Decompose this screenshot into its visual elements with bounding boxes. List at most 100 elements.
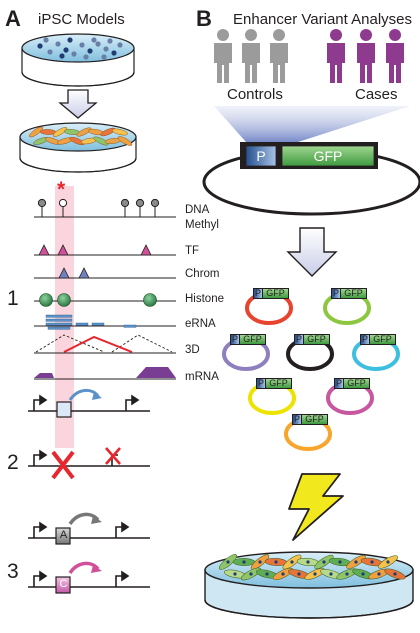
ipsc-colony [79, 42, 85, 48]
small-gfp-label: GFP [266, 288, 285, 298]
ipsc-colony [71, 51, 77, 57]
differentiated-cell [112, 128, 128, 136]
track-label-erna: eRNA [185, 318, 216, 330]
small-promoter-box [361, 335, 369, 344]
small-promoter-label: P [295, 334, 302, 344]
transfected-dish [204, 551, 414, 619]
cell-nucleus [354, 560, 358, 564]
small-promoter-label: P [293, 414, 300, 424]
small-promoter-label: P [332, 288, 339, 298]
differentiated-dish [19, 122, 137, 173]
allele-c-label: C [59, 578, 68, 590]
gene-model-3a [28, 512, 150, 545]
gfp-label: GFP [313, 148, 343, 164]
ipsc-colony [67, 37, 73, 43]
small-gfp-box [304, 335, 329, 344]
panel-a-title: iPSC Models [38, 11, 125, 28]
track-label-mrna: mRNA [185, 371, 219, 383]
chrom-track [34, 267, 176, 279]
small-promoter-label: P [335, 378, 342, 388]
pooling-beam [214, 106, 410, 142]
differentiated-cell [76, 127, 92, 137]
small-promoter-label: P [361, 334, 368, 344]
track-label-chrom: Chrom [185, 268, 220, 280]
tf-track [34, 244, 176, 256]
cell-nucleus [297, 572, 301, 576]
ipsc-colony [63, 47, 69, 53]
small-gfp-label: GFP [305, 414, 324, 424]
cell-nucleus [290, 560, 294, 564]
small-gfp-label: GFP [347, 378, 366, 388]
small-promoter-box [231, 335, 239, 344]
person-icon [242, 29, 260, 83]
small-gfp-box [302, 415, 327, 424]
cell-nucleus [274, 560, 278, 564]
cell-nucleus [249, 572, 253, 576]
cell-nucleus [393, 572, 397, 576]
allele-a-label: A [59, 529, 68, 541]
cell-nucleus [361, 572, 365, 576]
gene-model-3c [28, 561, 150, 594]
ipsc-colony [117, 42, 123, 48]
small-gfp-label: GFP [307, 334, 326, 344]
cases-label: Cases [355, 86, 398, 103]
small-promoter-box [295, 335, 303, 344]
person-icon [214, 29, 232, 83]
lightning-bolt-icon [288, 473, 344, 541]
panel-a [19, 33, 176, 594]
donor-people [214, 29, 404, 83]
differentiated-cell [117, 136, 133, 146]
small-promoter-label: P [231, 334, 238, 344]
small-promoter-box [257, 379, 265, 388]
track-label-3d: 3D [185, 344, 200, 356]
track-label-dna: DNA [185, 204, 210, 216]
small-promoter-label: P [254, 288, 261, 298]
scenario-number-1: 1 [7, 287, 19, 310]
transfected-cells [219, 554, 406, 581]
small-gfp-box [263, 289, 288, 298]
ipsc-colony [43, 37, 49, 43]
panel-a-letter: A [5, 6, 21, 31]
cell-nucleus [226, 560, 230, 564]
small-gfp-label: GFP [373, 334, 392, 344]
ipsc-colony [95, 41, 101, 47]
cell-nucleus [338, 560, 342, 564]
small-gfp-label: GFP [344, 288, 363, 298]
variant-asterisk: * [57, 178, 66, 201]
cell-nucleus [233, 572, 237, 576]
ipsc-colony [111, 50, 117, 56]
ipsc-colony [55, 41, 61, 47]
cell-nucleus [313, 572, 317, 576]
ipsc-colony [47, 49, 53, 55]
person-icon [386, 29, 404, 83]
library-arrow [286, 227, 338, 277]
small-promoter-box [293, 415, 301, 424]
ipsc-colony [107, 38, 113, 44]
small-promoter-box [254, 289, 262, 298]
track-label-methyl: Methyl [185, 219, 219, 231]
person-icon [327, 29, 345, 83]
differentiation-arrow [58, 89, 98, 119]
histone-track [34, 293, 176, 307]
person-icon [270, 29, 288, 83]
differentiated-cell [52, 127, 68, 137]
ipsc-colony [101, 54, 107, 60]
cell-nucleus [377, 572, 381, 576]
small-gfp-label: GFP [243, 334, 262, 344]
ipsc-colony [37, 43, 43, 49]
cell-nucleus [345, 572, 349, 576]
cell-nucleus [370, 560, 374, 564]
scenario-number-3: 3 [7, 560, 19, 583]
panel-b-title: Enhancer Variant Analyses [233, 11, 412, 28]
plasmid-library [222, 288, 400, 451]
methylation-track [34, 198, 176, 218]
differentiated-cells [29, 126, 133, 146]
gene-model-1 [28, 389, 150, 418]
ipsc-colonies [37, 37, 123, 60]
small-promoter-box [335, 379, 343, 388]
small-gfp-box [370, 335, 395, 344]
small-promoter-label: P [257, 378, 264, 388]
small-gfp-box [266, 379, 291, 388]
person-icon [357, 29, 375, 83]
